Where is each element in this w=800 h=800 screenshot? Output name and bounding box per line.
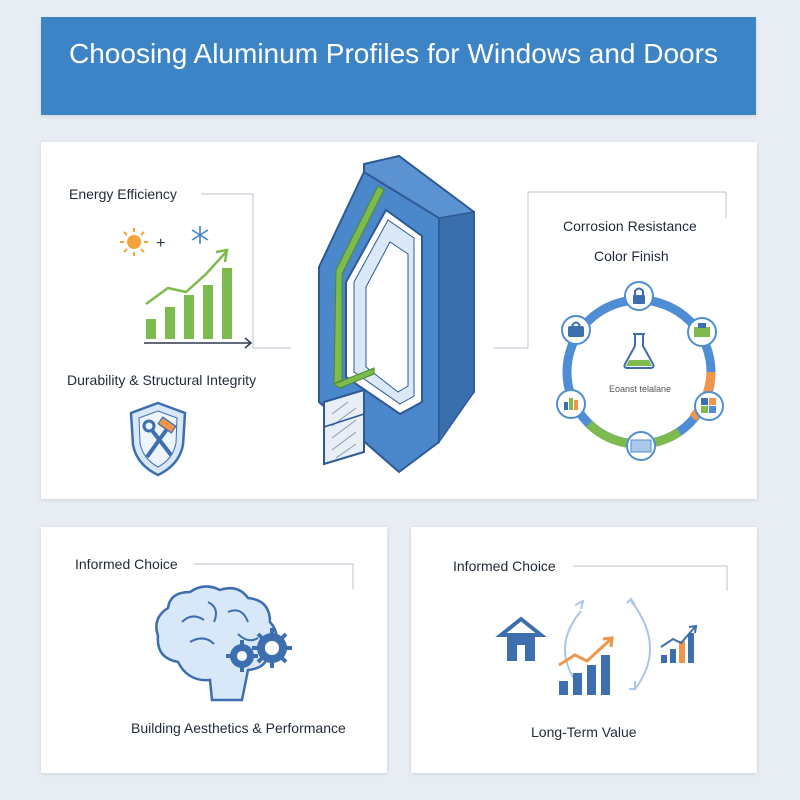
- aluminum-profile-illustration: [318, 154, 475, 474]
- durability-label: Durability & Structural Integrity: [67, 372, 257, 388]
- bottom-left-connector-line: [194, 563, 354, 589]
- value-growth-diagram: [495, 597, 698, 695]
- machine-icon: [687, 317, 717, 347]
- left-connector-line: [201, 191, 727, 349]
- energy-efficiency-label: Energy Efficiency: [69, 186, 177, 202]
- informed-choice-title-right: Informed Choice: [453, 558, 556, 574]
- bottom-right-connector-line: [573, 565, 728, 591]
- long-term-value-caption: Long-Term Value: [531, 724, 637, 740]
- top-panel: Energy Efficiency Durability & Structura…: [41, 142, 757, 499]
- palette-icon: [556, 389, 586, 419]
- finish-cycle-diagram: [556, 281, 724, 461]
- svg-text:+: +: [156, 235, 165, 252]
- corrosion-resistance-label: Corrosion Resistance: [563, 218, 697, 234]
- lock-icon: [624, 281, 654, 311]
- page-title: Choosing Aluminum Profiles for Windows a…: [69, 38, 718, 69]
- informed-choice-title: Informed Choice: [75, 556, 178, 572]
- energy-efficiency-chart-icon: +: [120, 226, 253, 349]
- gradient-panel-icon: [626, 431, 656, 461]
- small-chart-icon: [660, 624, 698, 663]
- bottom-right-panel: Informed Choice Long-Term Value: [411, 527, 757, 773]
- process-cycle-caption: Eoanst telalane: [609, 384, 672, 394]
- brain-gears-icon: [155, 585, 292, 702]
- house-icon: [495, 616, 547, 661]
- color-swatch-icon: [694, 391, 724, 421]
- color-finish-label: Color Finish: [594, 248, 669, 264]
- growth-bar-chart-icon: [558, 636, 614, 695]
- flask-icon: [623, 333, 655, 369]
- bottom-left-panel: Informed Choice Building Aesthetics & Pe…: [41, 527, 387, 773]
- shield-tools-icon: [129, 401, 187, 477]
- bag-icon: [561, 315, 591, 345]
- aesthetics-caption: Building Aesthetics & Performance: [131, 720, 346, 736]
- header-banner: Choosing Aluminum Profiles for Windows a…: [41, 17, 756, 115]
